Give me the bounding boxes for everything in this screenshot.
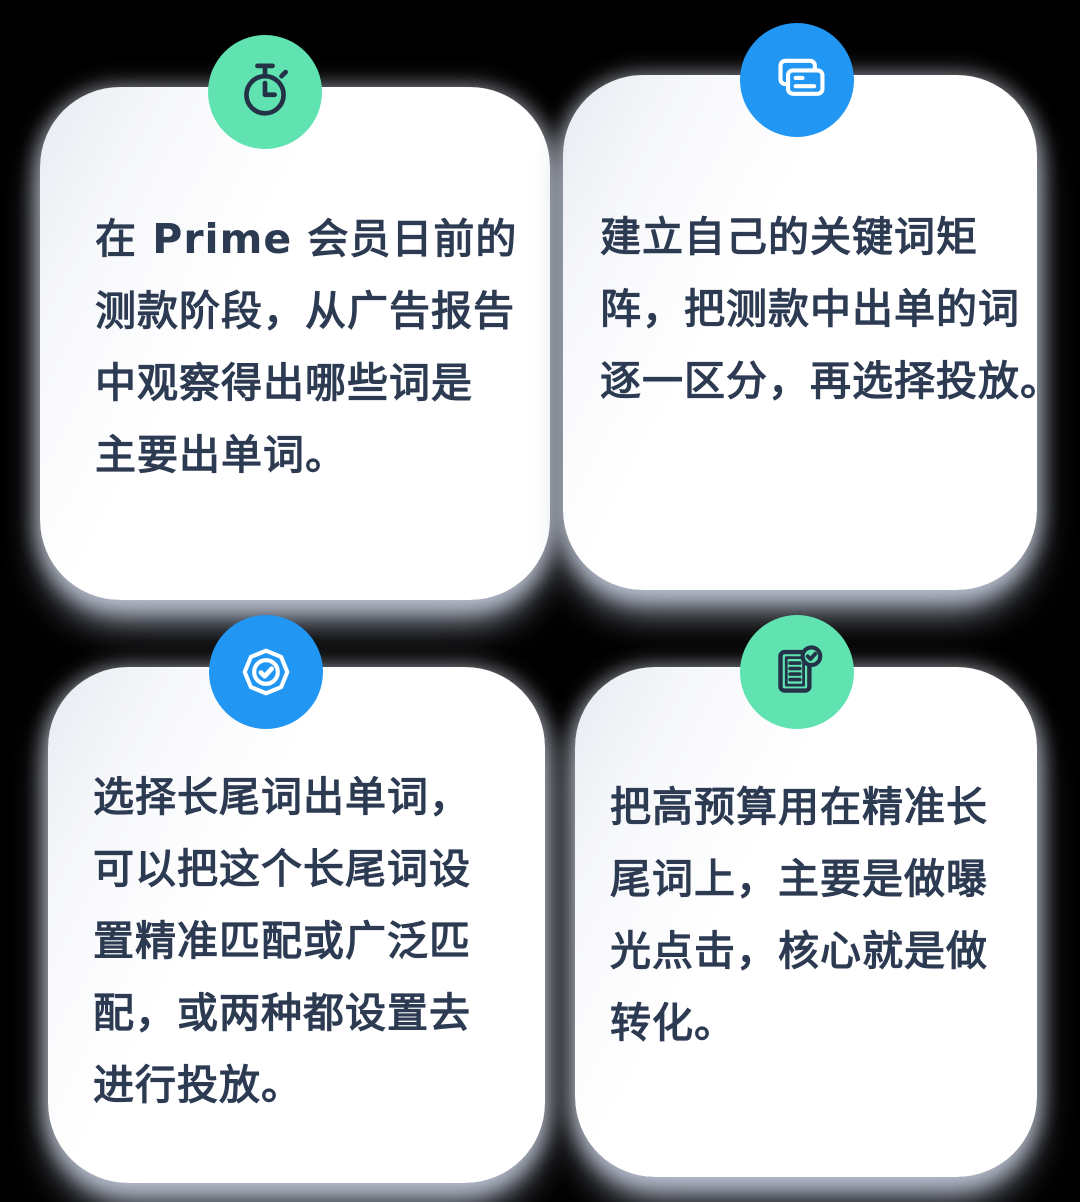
card-prime-testing-observation: 在 Prime 会员日前的测款阶段，从广告报告中观察得出哪些词是主要出单词。 <box>40 35 550 600</box>
badge-check-icon <box>233 639 299 705</box>
card-text: 在 Prime 会员日前的测款阶段，从广告报告中观察得出哪些词是主要出单词。 <box>40 203 550 491</box>
text-line: 阵，把测款中出单的词 <box>600 285 1020 333</box>
stopwatch-icon <box>232 59 298 125</box>
document-check-icon-badge <box>740 615 854 729</box>
text-line: 尾词上，主要是做曝 <box>610 855 988 903</box>
text-line: 逐一区分，再选择投放。 <box>600 357 1062 405</box>
overlapping-cards-icon-badge <box>740 23 854 137</box>
text-line: 测款阶段，从广告报告 <box>95 287 515 335</box>
overlapping-cards-icon <box>764 47 830 113</box>
card-longtail-word-match: 选择长尾词出单词， 可以把这个长尾词设置精准匹配或广泛匹配，或两种都设置去进行投放… <box>48 615 545 1183</box>
text-line: 建立自己的关键词矩 <box>600 213 978 261</box>
text-line: 光点击，核心就是做 <box>610 927 988 975</box>
text-line: 置精准匹配或广泛匹 <box>93 917 471 965</box>
text-line: 把高预算用在精准长 <box>610 783 988 831</box>
text-line: 选择长尾词出单词， <box>93 773 471 821</box>
text-line: 转化。 <box>610 999 736 1047</box>
text-line: 可以把这个长尾词设 <box>93 845 471 893</box>
document-check-icon <box>764 639 830 705</box>
card-text: 选择长尾词出单词， 可以把这个长尾词设置精准匹配或广泛匹配，或两种都设置去进行投放… <box>48 761 545 1121</box>
text-line: 中观察得出哪些词是 <box>95 359 473 407</box>
stopwatch-icon-badge <box>208 35 322 149</box>
card-keyword-matrix: 建立自己的关键词矩阵，把测款中出单的词逐一区分，再选择投放。 <box>563 23 1062 590</box>
text-line: 主要出单词。 <box>95 431 347 479</box>
card-text: 建立自己的关键词矩阵，把测款中出单的词逐一区分，再选择投放。 <box>563 201 1062 417</box>
card-text: 把高预算用在精准长尾词上，主要是做曝光点击，核心就是做转化。 <box>575 771 1037 1059</box>
card-high-budget-conversion: 把高预算用在精准长尾词上，主要是做曝光点击，核心就是做转化。 <box>575 615 1037 1177</box>
badge-check-icon-badge <box>209 615 323 729</box>
text-line: 配，或两种都设置去 <box>93 989 471 1037</box>
text-line: 在 Prime 会员日前的 <box>95 215 518 263</box>
text-line: 进行投放。 <box>93 1061 303 1109</box>
